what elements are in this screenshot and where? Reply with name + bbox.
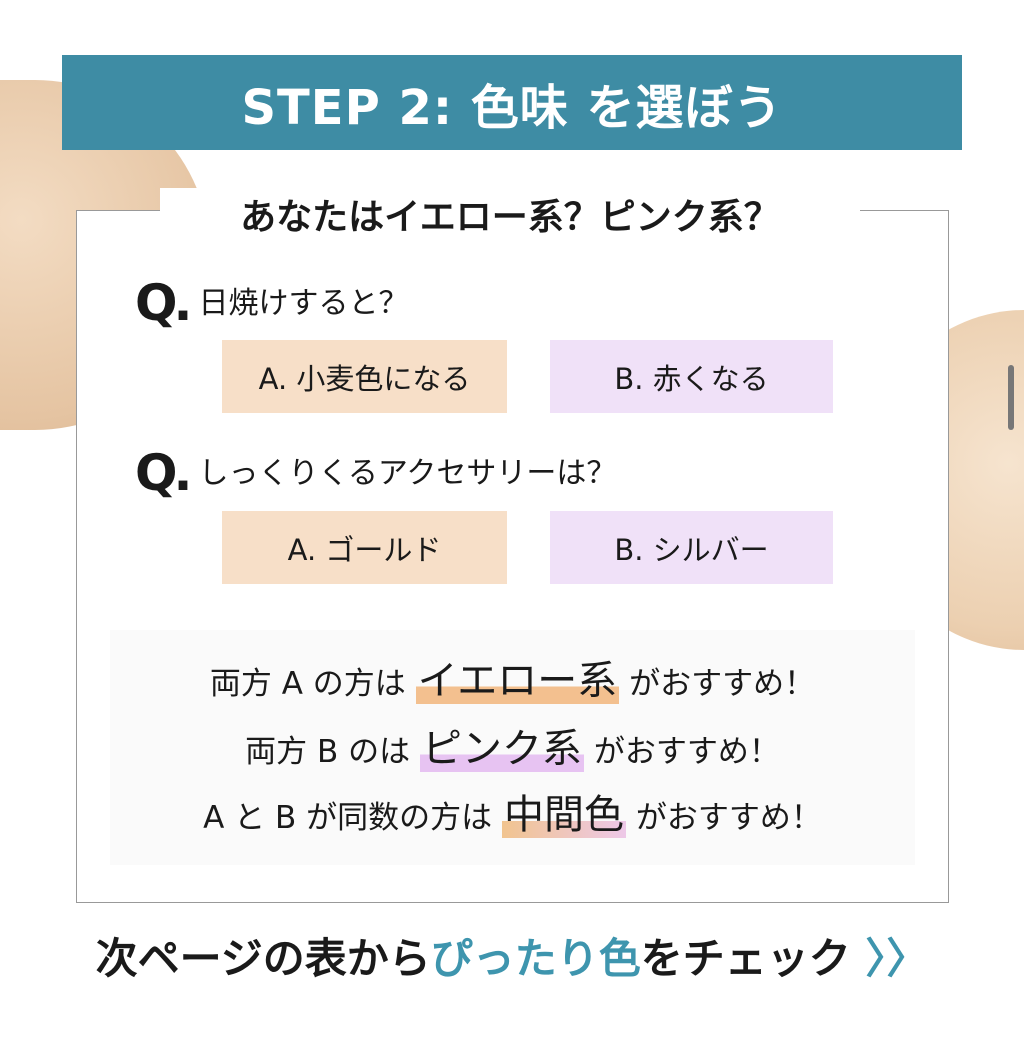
quiz-title: あなたはイエロー系？ピンク系？ [160, 188, 860, 240]
question-text: しっくりくるアクセサリーは？ [198, 456, 617, 491]
question-1: Q. 日焼けすると？ [135, 278, 409, 328]
next-page-link[interactable]: 次ページの表からぴったり色をチェック 〉〉 [0, 925, 1024, 986]
step-banner: STEP 2: 色味 を選ぼう [62, 55, 962, 150]
answer-b-1[interactable]: B. 赤くなる [550, 340, 833, 413]
summary-line-neutral: A と B が同数の方は 中間色 がおすすめ！ [110, 782, 915, 840]
double-chevron-right-icon: 〉〉 [865, 934, 929, 983]
highlight-yellow: イエロー系 [415, 658, 620, 704]
highlight-pink: ピンク系 [419, 726, 584, 772]
summary-suffix: がおすすめ！ [583, 734, 780, 770]
highlight-neutral: 中間色 [502, 792, 627, 838]
question-2: Q. しっくりくるアクセサリーは？ [135, 448, 616, 498]
summary-prefix: A と B が同数の方は [203, 800, 503, 836]
summary-prefix: 両方 B のは [245, 734, 420, 770]
footer-suffix: をチェック [640, 934, 851, 983]
q-mark: Q. [135, 274, 192, 332]
result-summary: 両方 A の方は イエロー系 がおすすめ！ 両方 B のは ピンク系 がおすすめ… [110, 630, 915, 865]
summary-line-pink: 両方 B のは ピンク系 がおすすめ！ [110, 716, 915, 774]
summary-prefix: 両方 A の方は [209, 666, 416, 702]
q-mark: Q. [135, 444, 192, 502]
answer-a-1[interactable]: A. 小麦色になる [222, 340, 507, 413]
scrollbar[interactable] [1008, 365, 1014, 430]
answer-a-2[interactable]: A. ゴールド [222, 511, 507, 584]
summary-suffix: がおすすめ！ [626, 800, 822, 836]
footer-prefix: 次ページの表から [95, 934, 431, 983]
banner-title: STEP 2: 色味 を選ぼう [241, 79, 783, 136]
summary-line-yellow: 両方 A の方は イエロー系 がおすすめ！ [110, 648, 915, 706]
summary-suffix: がおすすめ！ [619, 666, 816, 702]
question-text: 日焼けすると？ [198, 286, 409, 321]
footer-accent: ぴったり色 [430, 934, 641, 983]
answer-b-2[interactable]: B. シルバー [550, 511, 833, 584]
